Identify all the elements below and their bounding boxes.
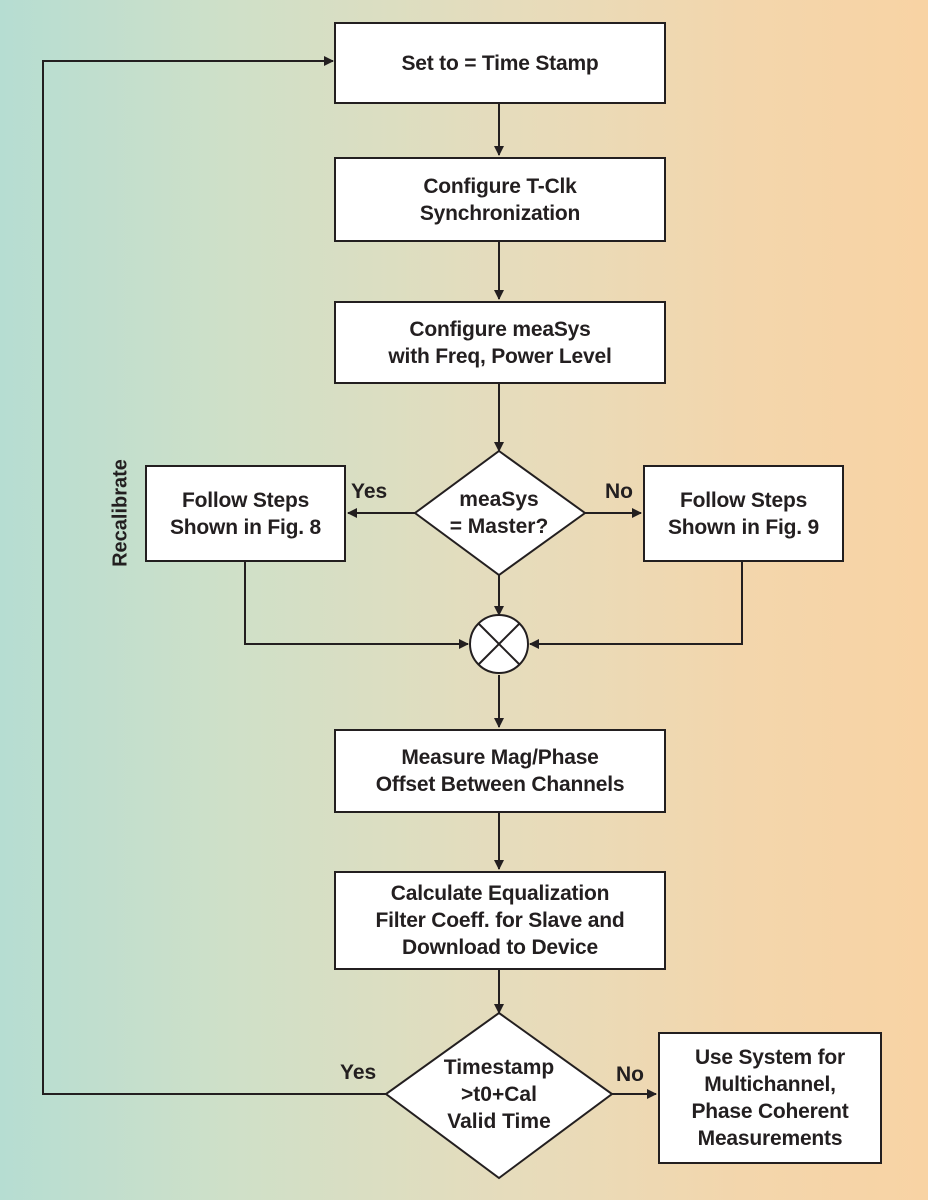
step-configure-tclk-line-1: Configure T-Clk <box>423 174 577 198</box>
step-measure-offset: Measure Mag/Phase Offset Between Channel… <box>334 729 666 813</box>
step-calculate-equalization-line-1: Calculate Equalization <box>390 882 610 905</box>
step-use-system-line-2: Multichannel, <box>704 1073 836 1096</box>
step-use-system-line-4: Measurements <box>697 1127 843 1150</box>
decision-master-shape <box>413 449 587 577</box>
step-set-t0-line-1: Set to = Time Stamp <box>401 51 599 75</box>
branch-timestamp-no: No <box>616 1063 644 1086</box>
step-use-system: Use System for Multichannel, Phase Coher… <box>658 1032 882 1164</box>
decision-master-line-1: meaSys <box>459 488 539 511</box>
step-use-system-line-1: Use System for <box>694 1046 846 1069</box>
recalibrate-label: Recalibrate <box>109 459 132 567</box>
decision-timestamp-shape <box>384 1011 614 1180</box>
decision-timestamp-line-1: Timestamp <box>443 1056 555 1079</box>
step-follow-fig9-line-2: Shown in Fig. 9 <box>668 515 819 539</box>
step-measure-offset-line-2: Offset Between Channels <box>375 773 625 796</box>
step-configure-measys-line-2: with Freq, Power Level <box>388 344 612 368</box>
step-set-t0: Set to = Time Stamp <box>334 22 666 104</box>
decision-master-line-2: = Master? <box>449 515 549 538</box>
step-follow-fig8-line-1: Follow Steps <box>181 488 310 512</box>
arrow-recalibrate-loop <box>42 56 386 1095</box>
arrow-fig9-to-junction <box>529 562 743 649</box>
circle-x-icon <box>469 614 529 674</box>
step-calculate-equalization-line-2: Filter Coeff. for Slave and <box>375 909 625 932</box>
decision-timestamp-line-3: Valid Time <box>447 1110 551 1133</box>
step-configure-measys-line-1: Configure meaSys <box>409 317 591 341</box>
step-configure-measys: Configure meaSys with Freq, Power Level <box>334 301 666 384</box>
step-calculate-equalization: Calculate Equalization Filter Coeff. for… <box>334 871 666 970</box>
branch-master-yes: Yes <box>351 480 388 503</box>
step-configure-tclk-line-2: Synchronization <box>419 201 581 225</box>
decision-timestamp-line-2: >t0+Cal <box>461 1083 537 1106</box>
step-follow-fig9-line-1: Follow Steps <box>679 488 808 512</box>
branch-master-no: No <box>605 480 633 503</box>
branch-timestamp-yes: Yes <box>340 1061 377 1084</box>
step-configure-tclk: Configure T-Clk Synchronization <box>334 157 666 242</box>
arrow-fig8-to-junction <box>244 562 469 649</box>
step-follow-fig8: Follow Steps Shown in Fig. 8 <box>145 465 346 562</box>
step-calculate-equalization-line-3: Download to Device <box>402 936 598 959</box>
step-follow-fig8-line-2: Shown in Fig. 8 <box>170 515 321 539</box>
decision-timestamp-label: Timestamp >t0+Cal Valid Time <box>419 1054 579 1135</box>
step-use-system-line-3: Phase Coherent <box>691 1100 849 1123</box>
step-follow-fig9: Follow Steps Shown in Fig. 9 <box>643 465 844 562</box>
step-measure-offset-line-1: Measure Mag/Phase <box>401 746 599 769</box>
decision-master-label: meaSys = Master? <box>419 486 579 540</box>
